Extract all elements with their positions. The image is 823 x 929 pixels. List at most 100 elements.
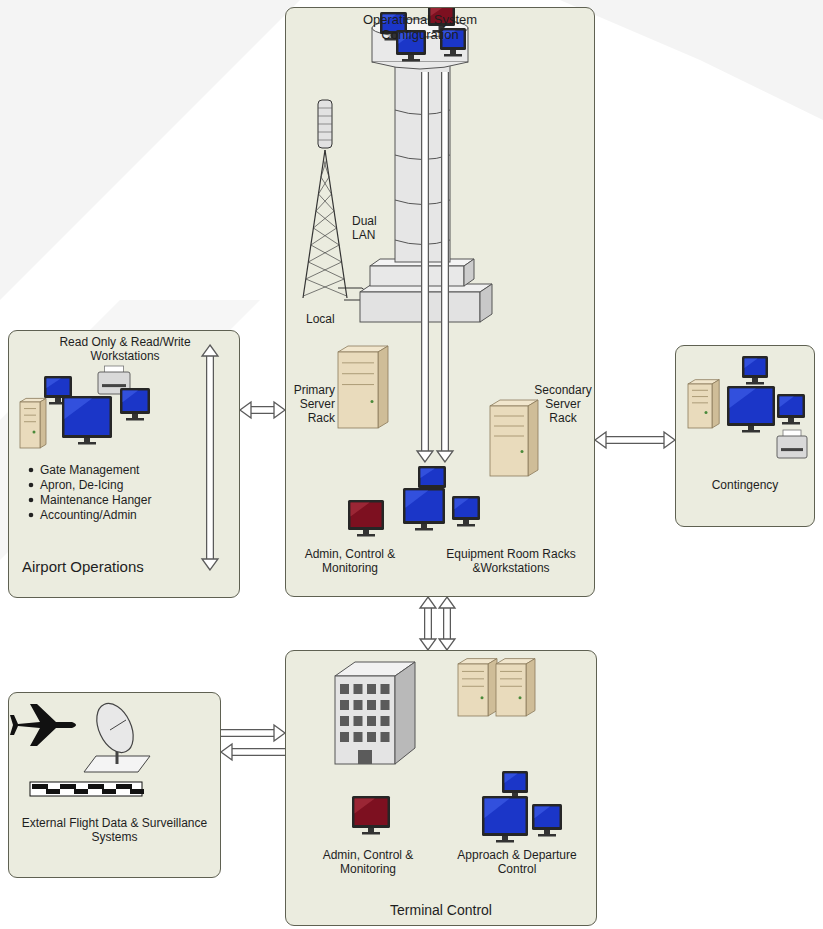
rack-light (521, 450, 524, 453)
panel-heading: Read Only & Read/Write Workstations (30, 335, 220, 363)
panel-label: Dual LAN (352, 214, 390, 242)
rack-front (496, 664, 526, 716)
monitor-screen (47, 379, 70, 396)
tower-base-side (480, 284, 492, 322)
monitor-stand (408, 55, 414, 59)
monitor-screen (535, 807, 560, 828)
bullet (29, 483, 34, 488)
monitor-frame (452, 496, 480, 520)
monitor-glare (421, 469, 435, 479)
rack-slot (462, 671, 484, 672)
antenna-brace (324, 160, 330, 177)
monitor-glare (355, 799, 375, 814)
building-front (335, 676, 395, 764)
runway-mark (116, 784, 132, 789)
connector-shaft (425, 608, 431, 639)
connector-arrow (221, 744, 285, 760)
building-window (340, 732, 349, 742)
antenna-brace (318, 194, 334, 211)
runway-mark (46, 789, 60, 794)
printer-tray (781, 448, 803, 451)
rack-slot (462, 686, 484, 687)
building-window (340, 716, 349, 726)
rack-light (33, 430, 36, 433)
monitor-screen (351, 503, 382, 528)
monitor-stand (421, 524, 427, 528)
bullet (29, 468, 34, 473)
connector-head (420, 597, 436, 608)
monitor-stand (368, 828, 374, 832)
bullet (29, 498, 34, 503)
tower-arrow-shaft (422, 72, 428, 451)
connector-head (274, 725, 285, 741)
monitor-stand (502, 836, 508, 840)
connector-head (420, 639, 436, 650)
antenna-brace (321, 177, 332, 194)
connector-shaft (251, 407, 274, 413)
monitor-stand (363, 530, 369, 534)
rack-front (688, 384, 712, 428)
printer-body (777, 436, 807, 458)
antenna-brace (316, 211, 337, 228)
illustration-group (303, 8, 538, 537)
panel-label: Secondary Server Rack (533, 383, 593, 425)
monitor-glare (406, 491, 429, 508)
monitor-glare (65, 399, 93, 420)
antenna-brace (308, 262, 344, 279)
connector-head (439, 639, 455, 650)
panel-illustration (676, 346, 814, 526)
monitor-frame (418, 466, 446, 488)
panel-label: Equipment Room Racks &Workstations (440, 547, 582, 575)
rack-side (526, 659, 535, 716)
connector-arrow (240, 402, 285, 418)
tower-arrow-head (437, 451, 453, 462)
tower-base (360, 292, 480, 322)
monitor-screen (355, 799, 388, 826)
monitor-glare (745, 359, 758, 369)
panel-heading: External Flight Data & Surveillance Syst… (18, 816, 211, 844)
building-window (354, 684, 363, 694)
panel-illustration (9, 693, 220, 877)
connector-head (439, 597, 455, 608)
monitor-base (746, 382, 764, 385)
connector-arrow (221, 725, 285, 741)
side-arrow-head (202, 345, 218, 356)
monitor-stand (788, 418, 794, 422)
monitor-frame (44, 376, 72, 398)
antenna-leg (303, 150, 325, 298)
connector-head (221, 744, 232, 760)
monitor-glare (730, 389, 756, 409)
panel-label: Apron, De-Icing (40, 478, 200, 492)
monitor-screen (421, 469, 444, 486)
rack-light (519, 696, 522, 699)
building-window (381, 700, 390, 710)
runway-mark (88, 784, 104, 789)
rack-slot (342, 373, 374, 374)
monitor-screen (123, 391, 148, 412)
monitor-glare (47, 379, 61, 389)
monitor-screen (730, 389, 773, 424)
monitor-screen (455, 499, 478, 518)
connector-shaft (444, 608, 450, 639)
rack-front (458, 664, 488, 716)
rack-slot (692, 390, 708, 391)
panel-label: Local (306, 312, 346, 326)
monitor-stand (450, 50, 456, 54)
panel: Contingency (675, 345, 815, 527)
antenna-brace (311, 245, 342, 262)
connector-arrow (420, 597, 436, 650)
panel-label: Accounting/Admin (40, 508, 200, 522)
side-arrow-head (202, 559, 218, 570)
antenna-brace (318, 177, 329, 194)
radome-band (318, 124, 332, 125)
antenna-brace (313, 228, 339, 245)
monitor-screen (505, 774, 526, 791)
panel-label: Approach & Departure Control (448, 848, 586, 876)
antenna-brace (306, 262, 342, 279)
rack-slot (692, 396, 708, 397)
monitor-stand (752, 378, 758, 382)
monitor-screen (485, 799, 526, 834)
illustration-group (335, 659, 562, 843)
panel-illustration (286, 651, 596, 925)
panel-label: Maintenance Hanger (40, 493, 200, 507)
